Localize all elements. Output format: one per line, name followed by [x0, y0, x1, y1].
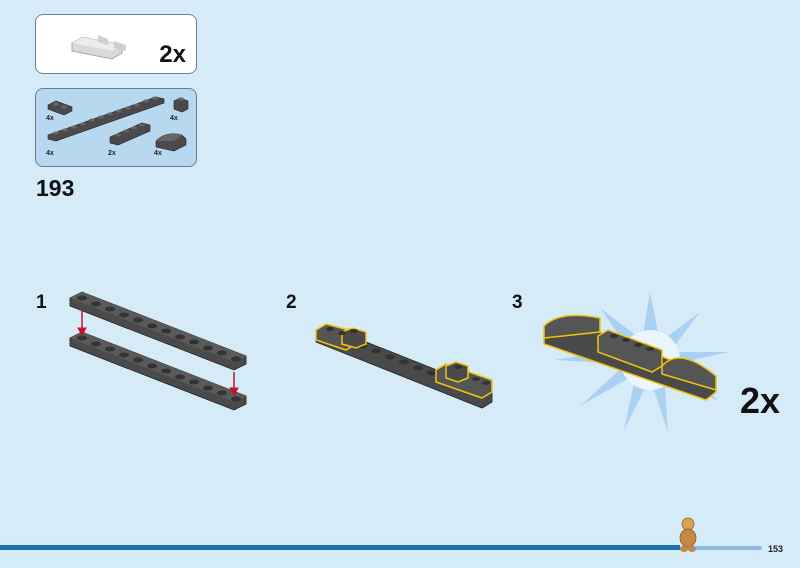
part-qty: 4x [46, 150, 54, 157]
substep-1-illustration [69, 291, 247, 411]
minifigure-mascot-icon [679, 517, 697, 552]
page-number: 153 [768, 544, 784, 554]
part-qty: 4x [46, 115, 54, 122]
footer-bar [0, 545, 680, 550]
submodel-multiplier: 2x [159, 41, 186, 68]
plate-1x12-icon [47, 96, 165, 142]
plate-1x4-icon [109, 122, 151, 146]
final-multiplier: 2x [740, 380, 781, 421]
footer-progress [680, 546, 762, 550]
step-number: 193 [36, 175, 75, 201]
part-qty: 2x [108, 150, 116, 157]
model-highlight [543, 314, 717, 401]
substep-2-illustration [315, 323, 493, 409]
new-part-highlight [315, 323, 493, 399]
plate-1x2-icon [47, 100, 73, 116]
part-qty: 4x [170, 115, 178, 122]
top-plate [69, 291, 247, 371]
arrow-icon [77, 310, 239, 397]
substep-number-3: 3 [512, 292, 523, 313]
substep-number-2: 2 [286, 292, 297, 313]
substep-3-illustration [543, 292, 730, 432]
submodel-preview-icon [71, 35, 126, 60]
submodel-callout: 2x [35, 14, 197, 74]
bottom-plate [69, 331, 247, 411]
plate-1x1-icon [173, 97, 189, 113]
substep-number-1: 1 [36, 292, 47, 313]
parts-list: 4x 4x 4x 2x 4x [35, 88, 197, 167]
part-qty: 4x [154, 150, 162, 157]
curved-slope-icon [155, 133, 187, 152]
